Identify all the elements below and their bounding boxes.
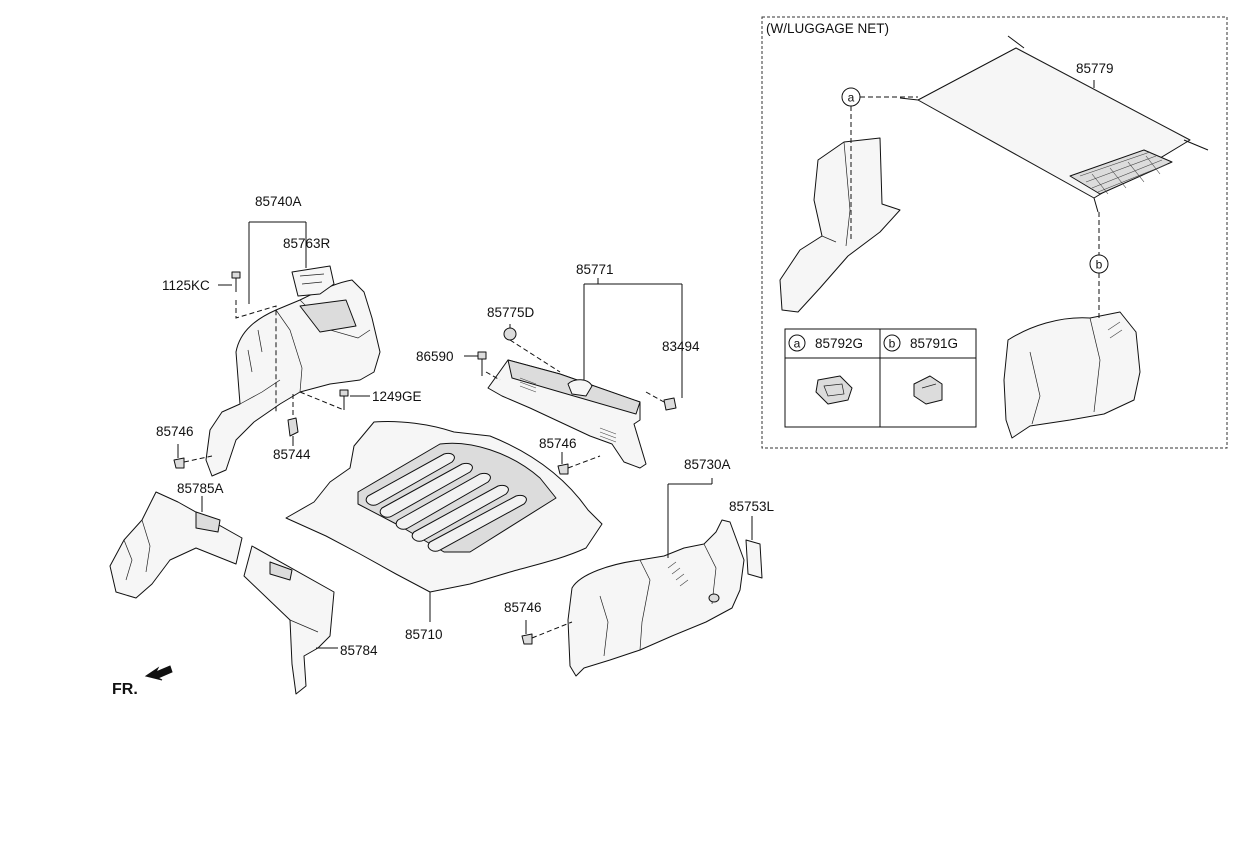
callout-b-letter: b bbox=[1096, 258, 1103, 272]
clip-85791G-icon bbox=[913, 375, 943, 405]
label-85730A: 85730A bbox=[684, 457, 731, 472]
table-part-85791G: 85791G bbox=[910, 336, 958, 351]
label-85746-left: 85746 bbox=[156, 424, 194, 439]
label-85746-mid: 85746 bbox=[539, 436, 577, 451]
clip-85746-mid bbox=[557, 452, 601, 475]
screw-86590 bbox=[464, 351, 501, 381]
table-letter-b: b bbox=[889, 337, 896, 351]
callout-a: a bbox=[841, 87, 918, 240]
side-panel-85784 bbox=[243, 545, 338, 695]
label-83494: 83494 bbox=[662, 339, 700, 354]
part-labels: 85740A 85763R 1125KC 1249GE 85746 85744 … bbox=[112, 21, 1114, 698]
side-panel-85785A bbox=[109, 491, 243, 599]
transverse-trim-85771 bbox=[487, 324, 647, 469]
clip-85746-right bbox=[521, 620, 573, 645]
label-85744: 85744 bbox=[273, 447, 311, 462]
label-86590: 86590 bbox=[416, 349, 454, 364]
luggage-net-inset: a b a 85792G b 85791G bbox=[761, 16, 1228, 449]
callout-b: b bbox=[1089, 212, 1109, 320]
bracket-85763R bbox=[291, 265, 335, 297]
luggage-net-85779 bbox=[899, 35, 1209, 213]
cap-85775D bbox=[503, 327, 517, 341]
label-85710: 85710 bbox=[405, 627, 443, 642]
bolt-1125KC bbox=[231, 271, 241, 292]
label-85784: 85784 bbox=[340, 643, 378, 658]
inset-title: (W/LUGGAGE NET) bbox=[766, 21, 889, 36]
callout-a-letter: a bbox=[848, 91, 855, 105]
clip-85792G-icon bbox=[815, 375, 853, 405]
leader-85730A bbox=[667, 478, 713, 558]
plate-85753L bbox=[745, 516, 763, 579]
quarter-trim-85730A bbox=[567, 519, 745, 677]
label-85746-right: 85746 bbox=[504, 600, 542, 615]
clip-table: a 85792G b 85791G bbox=[784, 328, 977, 428]
label-85753L: 85753L bbox=[729, 499, 775, 514]
label-85763R: 85763R bbox=[283, 236, 331, 251]
inset-side-trim-lower bbox=[1003, 311, 1141, 439]
inset-side-trim-upper bbox=[779, 137, 901, 313]
front-direction-arrow-icon bbox=[144, 665, 173, 681]
inset-frame bbox=[761, 16, 1228, 449]
table-part-85792G: 85792G bbox=[815, 336, 863, 351]
clip-83494 bbox=[645, 391, 677, 411]
label-85740A: 85740A bbox=[255, 194, 302, 209]
table-letter-a: a bbox=[794, 337, 801, 351]
leader-85740A bbox=[218, 221, 307, 412]
floor-covering-85710 bbox=[285, 421, 603, 622]
leader-85771 bbox=[583, 278, 683, 398]
screw-1249GE bbox=[299, 389, 370, 411]
label-1125KC: 1125KC bbox=[162, 278, 210, 293]
clip-85744 bbox=[287, 394, 299, 446]
label-85771: 85771 bbox=[576, 262, 614, 277]
quarter-trim-85740A bbox=[205, 279, 381, 477]
floor-ribs bbox=[365, 453, 527, 552]
front-label: FR. bbox=[112, 681, 138, 698]
label-85779: 85779 bbox=[1076, 61, 1114, 76]
label-85775D: 85775D bbox=[487, 305, 535, 320]
label-1249GE: 1249GE bbox=[372, 389, 422, 404]
clip-85746-left bbox=[173, 444, 213, 469]
label-85785A: 85785A bbox=[177, 481, 224, 496]
